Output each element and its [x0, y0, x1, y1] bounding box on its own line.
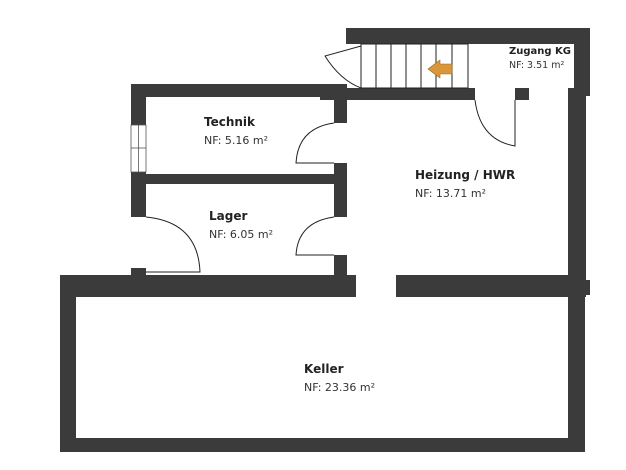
room-lager: Lager NF: 6.05 m²: [209, 209, 273, 241]
room-name: Lager: [209, 209, 248, 223]
window: [130, 124, 147, 173]
door-swings: [145, 45, 516, 273]
room-name: Keller: [304, 362, 344, 376]
room-heizung-hwr: Heizung / HWR NF: 13.71 m²: [415, 168, 515, 200]
room-area: NF: 6.05 m²: [209, 228, 274, 241]
room-name: Technik: [204, 115, 256, 129]
room-area: NF: 23.36 m²: [304, 381, 376, 394]
room-zugang-kg: Zugang KG NF: 3.51 m²: [509, 46, 571, 71]
room-area: NF: 3.51 m²: [509, 60, 565, 71]
room-area: NF: 13.71 m²: [415, 187, 487, 200]
room-name: Zugang KG: [509, 46, 571, 57]
walls: [60, 28, 590, 452]
room-name: Heizung / HWR: [415, 168, 516, 182]
room-area: NF: 5.16 m²: [204, 134, 269, 147]
room-technik: Technik NF: 5.16 m²: [204, 115, 268, 147]
room-keller: Keller NF: 23.36 m²: [304, 362, 375, 394]
stair-direction-arrow-icon: [427, 59, 453, 79]
